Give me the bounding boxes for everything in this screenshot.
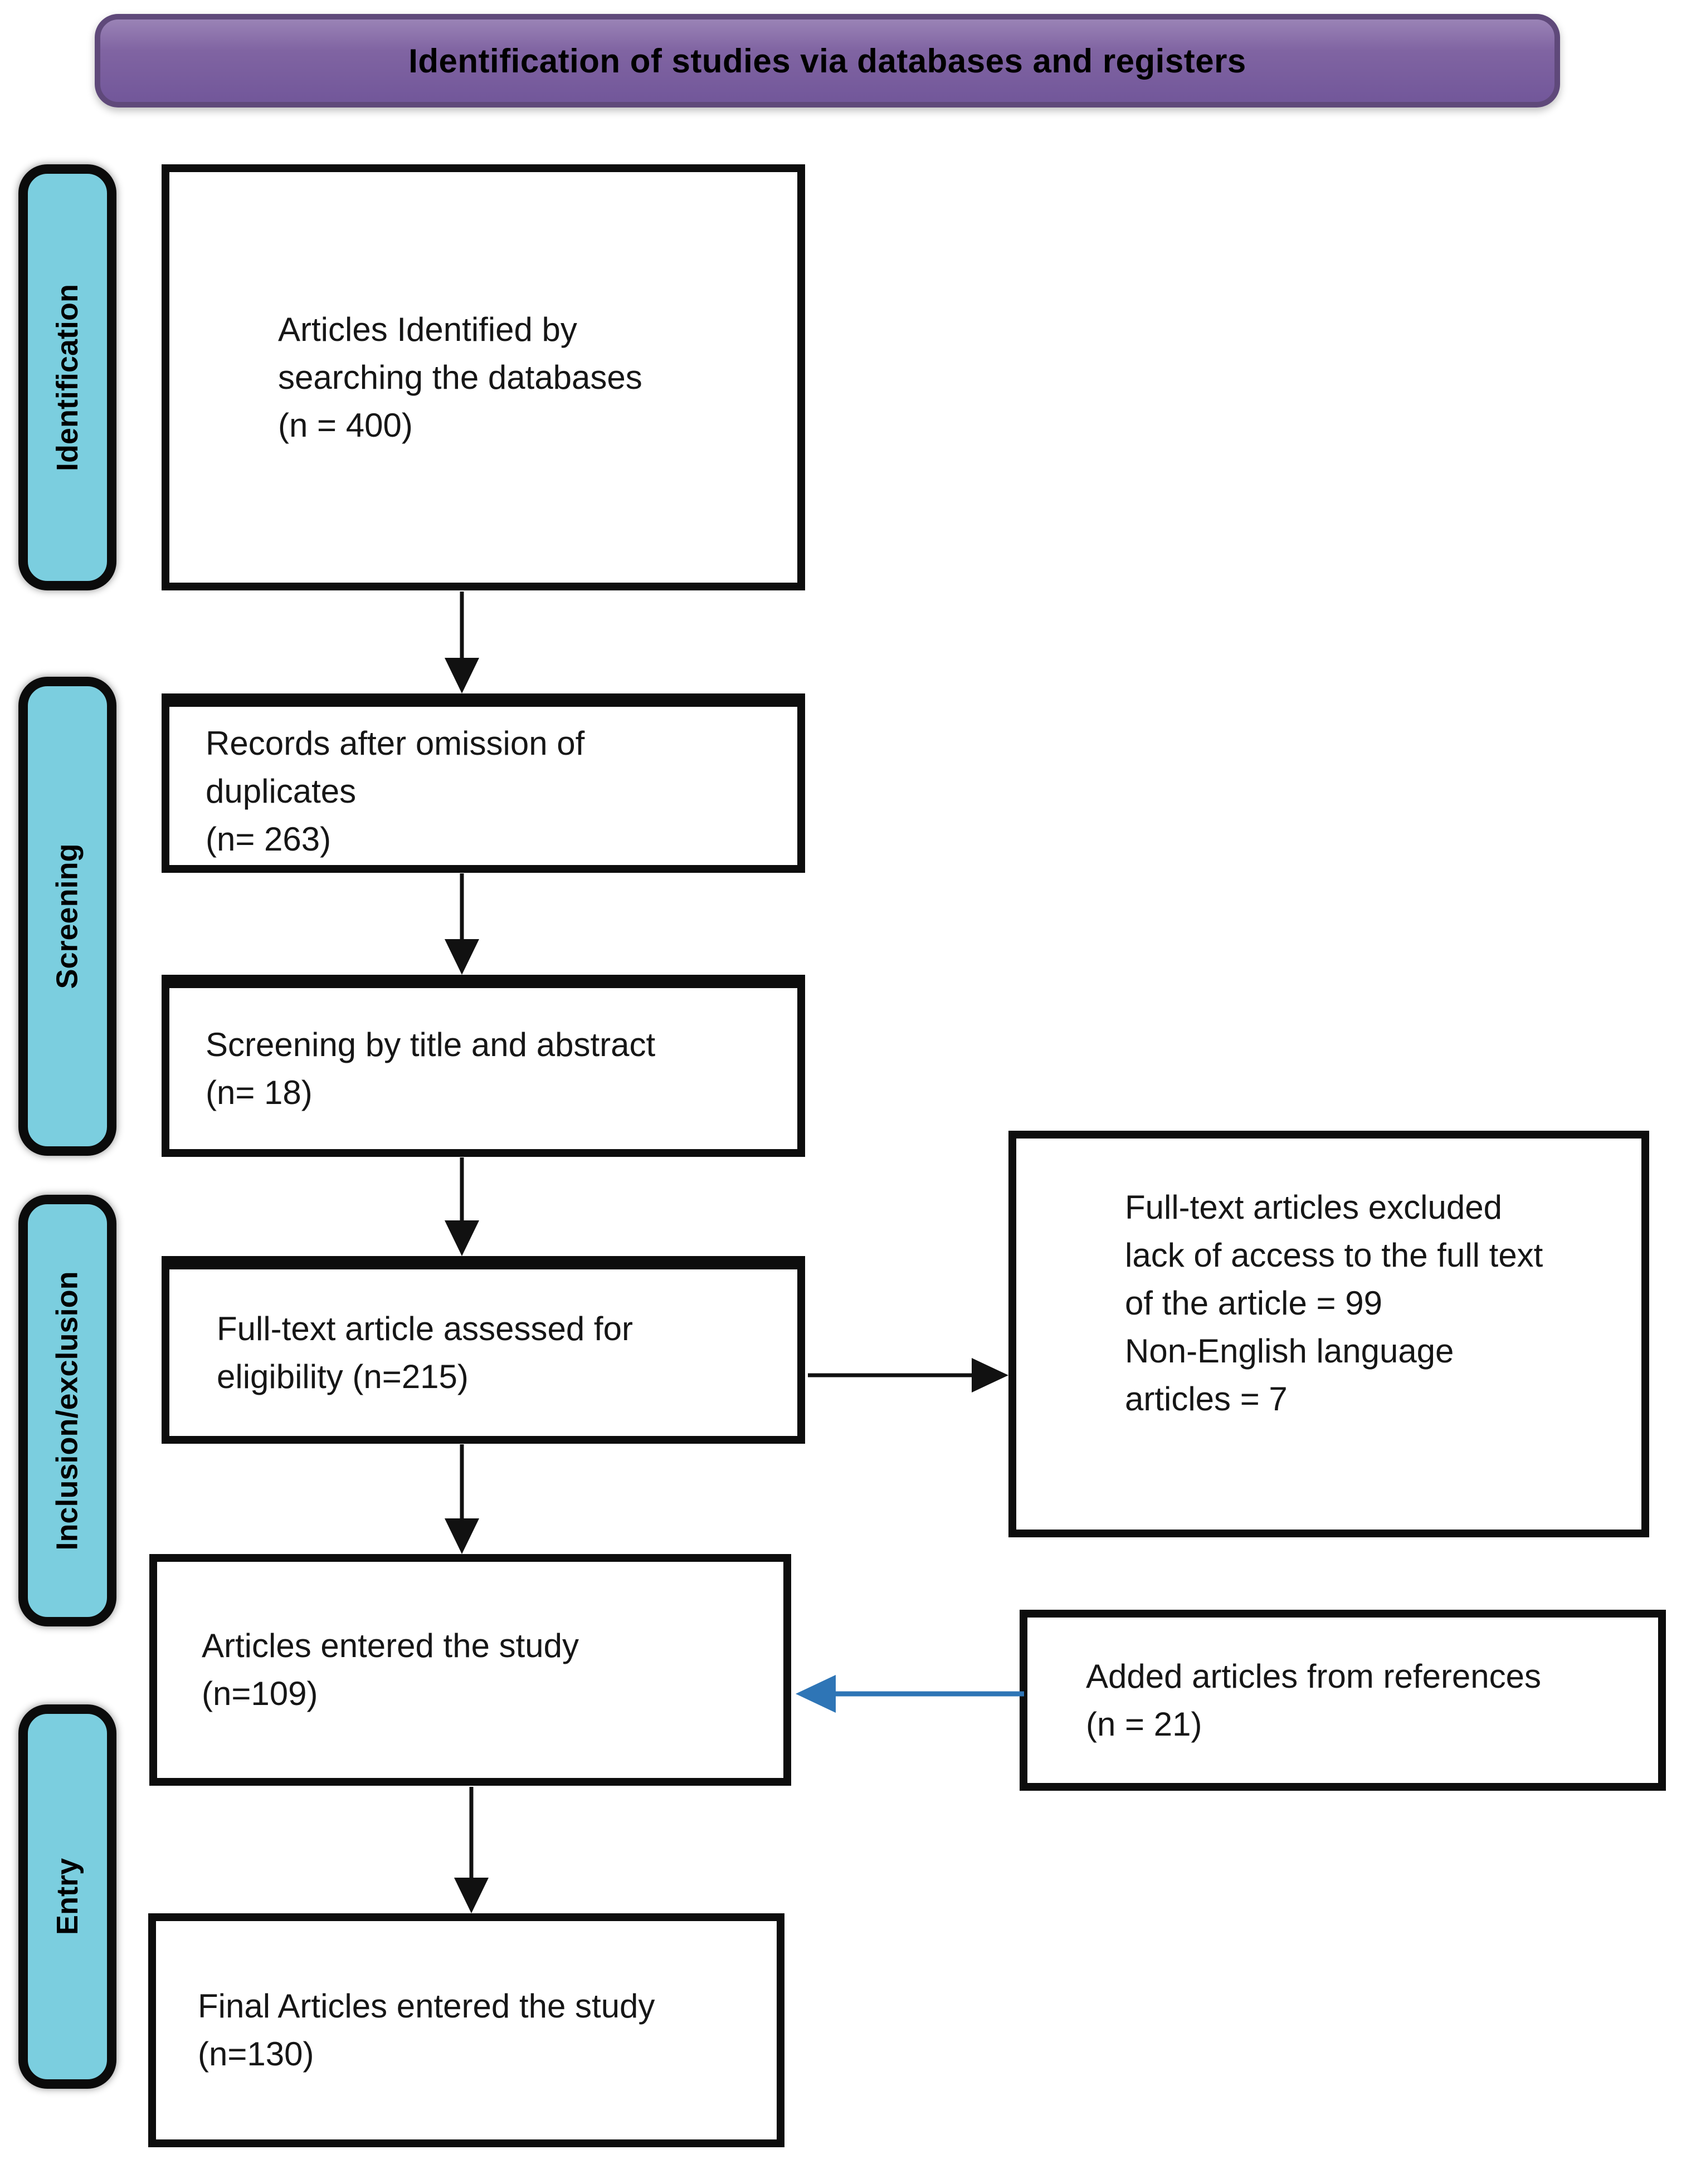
arrow-fulltext-to-excluded [808,1358,1008,1393]
box-articles-identified-text: Articles Identified by searching the dat… [278,310,642,444]
arrow-shaft [460,873,464,941]
box-fulltext-excluded-text: Full-text articles excluded lack of acce… [1125,1189,1543,1418]
box-fulltext-assessed-text: Full-text article assessed for eligibili… [217,1310,633,1395]
box-records-deduplicated: Records after omission of duplicates (n=… [162,693,805,873]
diagram-title: Identification of studies via databases … [408,42,1246,80]
arrow-shaft [835,1691,1024,1697]
arrow-right-head [972,1358,1008,1393]
stage-label-inclusion-exclusion-text: Inclusion/exclusion [51,1271,85,1551]
box-added-references-text: Added articles from references (n = 21) [1086,1657,1542,1743]
box-title-abstract-screening: Screening by title and abstract (n= 18) [162,975,805,1157]
stage-label-entry: Entry [18,1704,116,2089]
arrow-screening-to-fulltext [445,1157,479,1256]
stage-label-screening: Screening [18,677,116,1156]
arrow-shaft [808,1373,975,1377]
header-banner: Identification of studies via databases … [95,14,1560,108]
stage-label-identification: Identification [18,164,116,590]
stage-label-screening-text: Screening [51,843,84,989]
box-fulltext-excluded: Full-text articles excluded lack of acce… [1008,1131,1649,1537]
arrow-left-head [796,1675,836,1713]
stage-label-identification-text: Identification [51,284,84,471]
arrow-shaft [460,1444,464,1521]
arrow-entered-to-final [454,1787,489,1913]
box-records-deduplicated-text: Records after omission of duplicates (n=… [206,725,585,858]
arrow-shaft [460,1157,464,1223]
arrow-identified-to-deduplicated [445,592,479,693]
box-added-references: Added articles from references (n = 21) [1020,1610,1666,1791]
arrow-down-head [445,1518,479,1554]
box-final-articles: Final Articles entered the study (n=130) [148,1913,784,2147]
box-articles-entered-text: Articles entered the study (n=109) [202,1627,579,1712]
arrow-shaft [460,592,464,660]
box-final-articles-text: Final Articles entered the study (n=130) [198,1987,655,2073]
arrow-down-head [445,658,479,693]
arrow-shaft [469,1787,474,1880]
box-articles-identified: Articles Identified by searching the dat… [162,164,805,590]
box-title-abstract-screening-text: Screening by title and abstract (n= 18) [206,1025,656,1111]
box-articles-entered: Articles entered the study (n=109) [149,1554,791,1786]
arrow-added-to-entered [796,1675,1024,1713]
arrow-down-head [445,1220,479,1256]
arrow-down-head [454,1878,489,1913]
arrow-fulltext-to-entered [445,1444,479,1554]
stage-label-entry-text: Entry [50,1858,84,1936]
arrow-down-head [445,939,479,975]
stage-label-inclusion-exclusion: Inclusion/exclusion [18,1195,116,1626]
arrow-deduplicated-to-screening [445,873,479,975]
box-fulltext-assessed: Full-text article assessed for eligibili… [162,1256,805,1444]
